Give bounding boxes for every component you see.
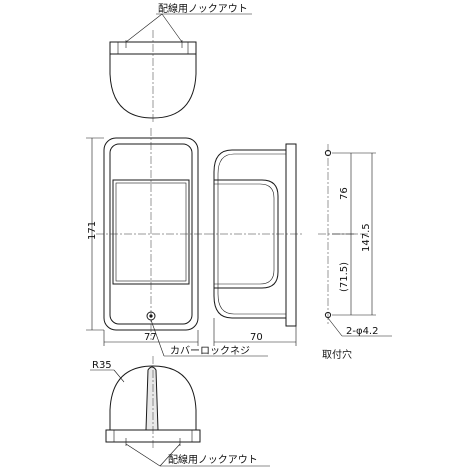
top-view: 配線用ノックアウト xyxy=(109,2,252,124)
front-lens-inner xyxy=(115,182,187,282)
side-base-plate xyxy=(285,143,297,327)
mount-hole-bottom xyxy=(324,311,332,319)
knockout-label-bottom: 配線用ノックアウト xyxy=(168,453,258,466)
hole-spec-label: 2-φ4.2 xyxy=(346,326,378,337)
leader-line xyxy=(150,319,165,357)
cover-screw-label: カバーロックネジ xyxy=(170,345,250,357)
leader-line xyxy=(327,317,343,337)
bottom-view: R35 配線用ノックアウト xyxy=(90,356,270,467)
leader-line xyxy=(159,443,181,467)
dim-width-front: 77 xyxy=(144,332,157,343)
knockout-label-top: 配線用ノックアウト xyxy=(158,2,248,15)
dim-depth-side: 70 xyxy=(250,332,263,343)
dim-hole-pitch: 147.5 xyxy=(361,223,372,252)
mounting-hole-view: 76 (71.5) 147.5 2-φ4.2 取付穴 xyxy=(318,144,392,361)
leader-line xyxy=(161,13,183,43)
dim-height-total: 171 xyxy=(87,221,98,240)
bottom-flange xyxy=(105,429,201,443)
mount-hole-label: 取付穴 xyxy=(322,348,352,361)
bottom-ridge xyxy=(145,366,159,431)
front-view: 171 77 カバーロックネジ xyxy=(86,128,268,357)
dim-upper-span: 76 xyxy=(339,187,350,200)
dim-lower-span: (71.5) xyxy=(339,262,350,292)
side-view: 70 xyxy=(206,143,304,346)
leader-line xyxy=(125,443,161,467)
radius-label: R35 xyxy=(92,360,112,371)
mount-hole-top xyxy=(324,149,332,157)
leader-line xyxy=(113,369,125,383)
leader-line xyxy=(125,13,163,43)
